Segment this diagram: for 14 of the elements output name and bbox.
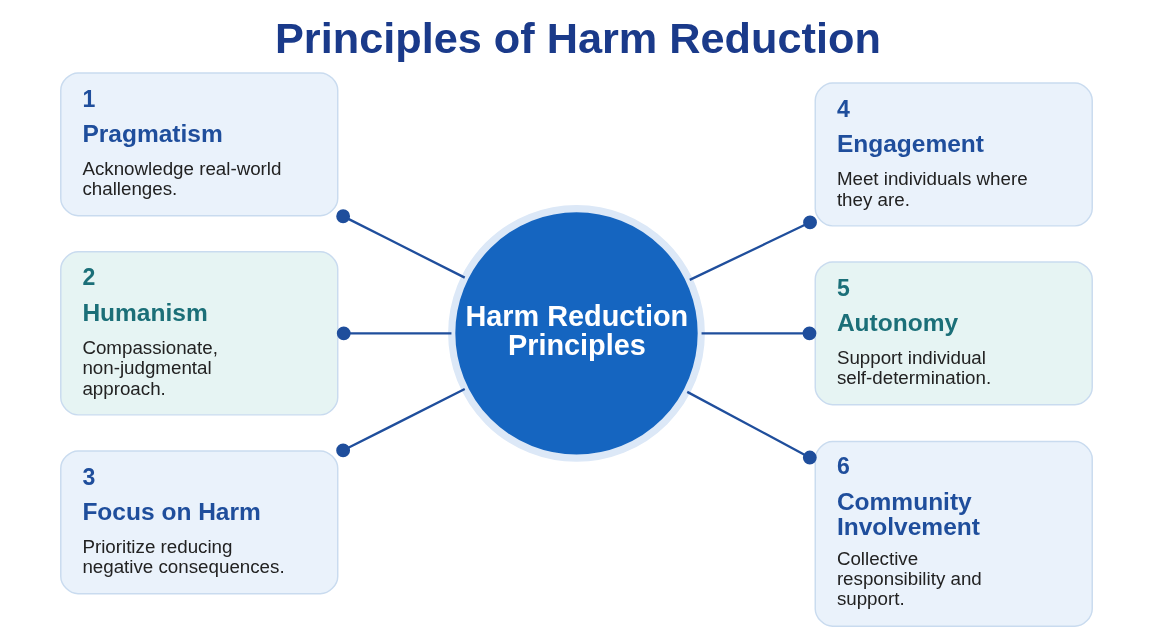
- node-box: 1 Pragmatism Acknowledge real-world challenges.: [59, 72, 338, 217]
- connector: [336, 326, 451, 341]
- connector: [335, 388, 465, 458]
- node-box: 4 Engagement Meet individuals where they are.: [814, 82, 1093, 227]
- connector: [335, 209, 465, 279]
- connector: [701, 326, 816, 341]
- node-box: 2 Humanism Compassionate, non-judgmental approach.: [59, 251, 338, 416]
- diagram-title: Principles of Harm Reduction: [274, 13, 881, 62]
- node-circle: Harm Reduction Principles: [447, 204, 705, 462]
- node-box: 6 Community Involvement Collective responsibility and support.: [814, 440, 1093, 627]
- connector: [686, 390, 817, 465]
- connector: [688, 215, 817, 281]
- node-box: 3 Focus on Harm Prioritize reducing negative consequences.: [59, 450, 338, 595]
- node-box: 5 Autonomy Support individual self-determination.: [814, 261, 1093, 406]
